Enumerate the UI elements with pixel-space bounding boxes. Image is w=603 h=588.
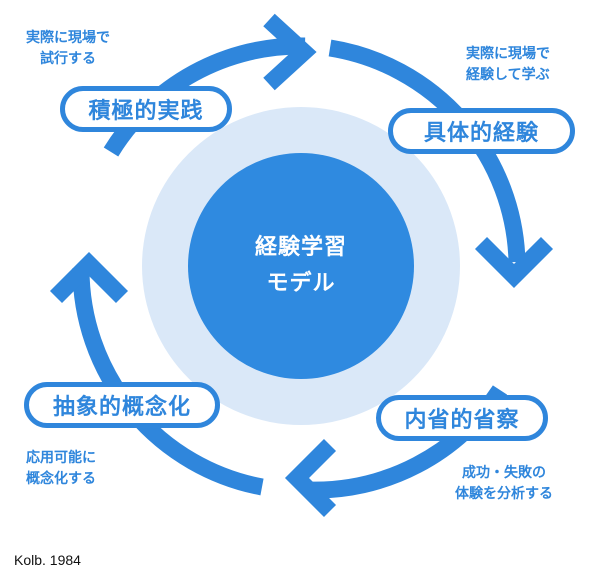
- stage-label: 内省的省察: [404, 408, 520, 433]
- note-line: 試行する: [40, 51, 96, 67]
- stage-note-concrete-experience: 実際に現場で 経験して学ぶ: [466, 44, 550, 86]
- stage-pill-abstract-conceptualization: 抽象的概念化: [24, 382, 220, 428]
- note-line: 実際に現場で: [26, 30, 110, 46]
- arrow-down-icon: [474, 236, 554, 289]
- note-line: 体験を分析する: [455, 486, 553, 502]
- note-line: 成功・失敗の: [462, 465, 546, 481]
- center-circle: [188, 153, 414, 379]
- stage-note-abstract-conceptualization: 応用可能に 概念化する: [26, 448, 96, 490]
- stage-note-reflective-observation: 成功・失敗の 体験を分析する: [455, 463, 553, 505]
- stage-label: 具体的経験: [423, 121, 539, 146]
- note-line: 実際に現場で: [466, 46, 550, 62]
- stage-label: 抽象的概念化: [52, 395, 191, 420]
- note-line: 経験して学ぶ: [466, 67, 550, 83]
- center-title-line1: 経験学習: [254, 235, 347, 260]
- stage-pill-concrete-experience: 具体的経験: [388, 108, 575, 154]
- note-line: 応用可能に: [26, 450, 96, 466]
- citation: Kolb. 1984: [14, 552, 81, 568]
- center-title-line2: モデル: [266, 271, 336, 296]
- arrow-left-icon: [284, 438, 337, 518]
- stage-pill-reflective-observation: 内省的省察: [376, 395, 548, 441]
- arrow-right-icon: [263, 13, 317, 91]
- note-line: 概念化する: [26, 471, 96, 487]
- arrow-up-icon: [49, 251, 129, 304]
- stage-label: 積極的実践: [88, 99, 204, 124]
- center-title: 経験学習 モデル: [201, 230, 401, 302]
- stage-pill-active-experimentation: 積極的実践: [60, 86, 232, 132]
- stage-note-active-experimentation: 実際に現場で 試行する: [26, 28, 110, 70]
